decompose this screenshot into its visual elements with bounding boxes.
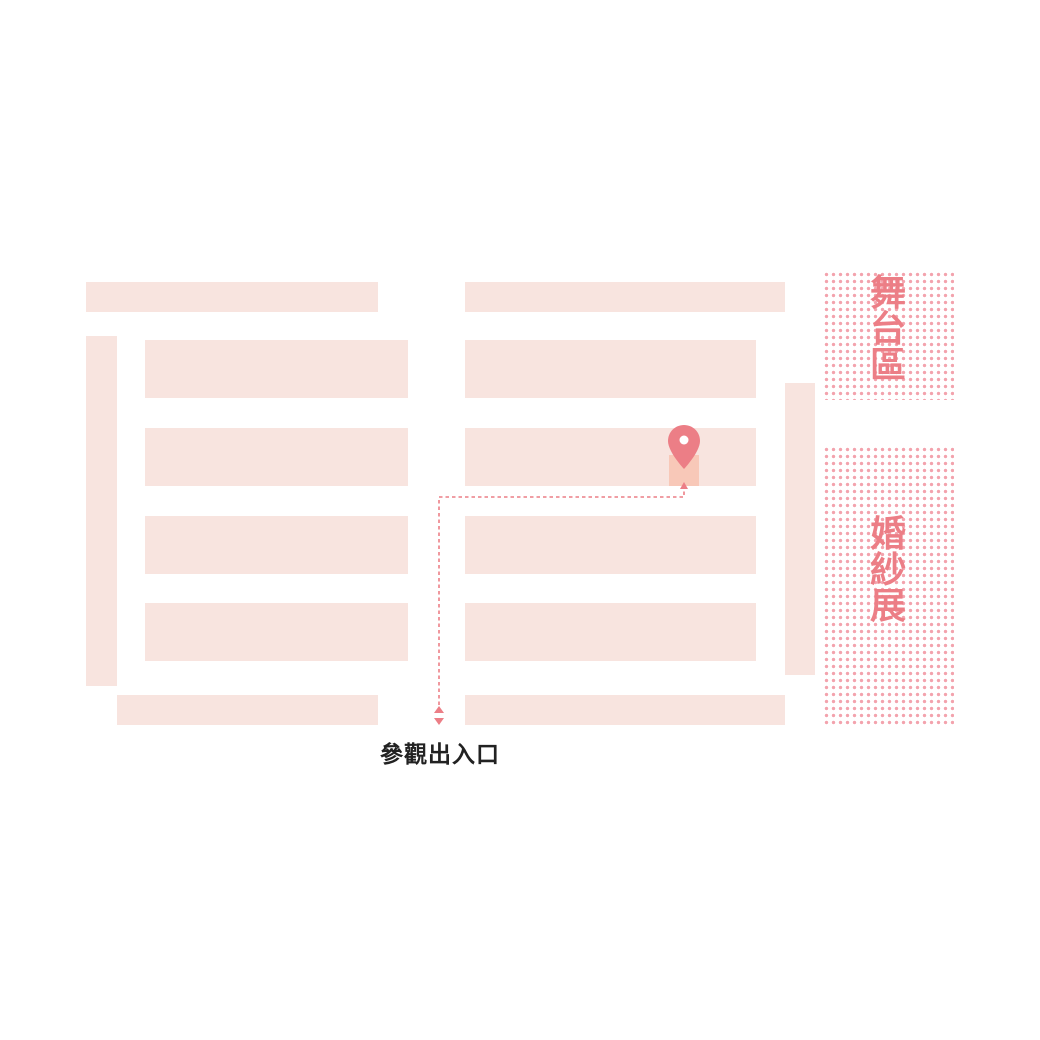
booth-block-left-4 [145, 603, 408, 661]
stage-zone-label: 舞 台 區 [869, 273, 906, 386]
booth-row-top-left [86, 282, 378, 312]
up-down-arrow-icon [434, 706, 444, 725]
booth-row-bottom-left [117, 695, 378, 725]
booth-block-right-2 [465, 428, 756, 486]
booth-block-right-1 [465, 340, 756, 398]
booth-column-left [86, 336, 117, 686]
entrance-label: 參觀出入口 [380, 742, 500, 768]
map-pin-icon[interactable] [667, 424, 701, 470]
booth-row-bottom-right [465, 695, 785, 725]
booth-block-right-4 [465, 603, 756, 661]
booth-block-left-3 [145, 516, 408, 574]
booth-block-right-3 [465, 516, 756, 574]
booth-block-left-2 [145, 428, 408, 486]
stage-zone[interactable]: 舞 台 區 [822, 270, 954, 400]
wedding-expo-zone[interactable]: 婚 紗 展 [822, 445, 954, 725]
wedding-expo-zone-label: 婚 紗 展 [869, 514, 906, 627]
booth-block-left-1 [145, 340, 408, 398]
booth-row-top-right [465, 282, 785, 312]
route-arrow-icon [680, 482, 688, 489]
booth-column-right [785, 383, 815, 675]
